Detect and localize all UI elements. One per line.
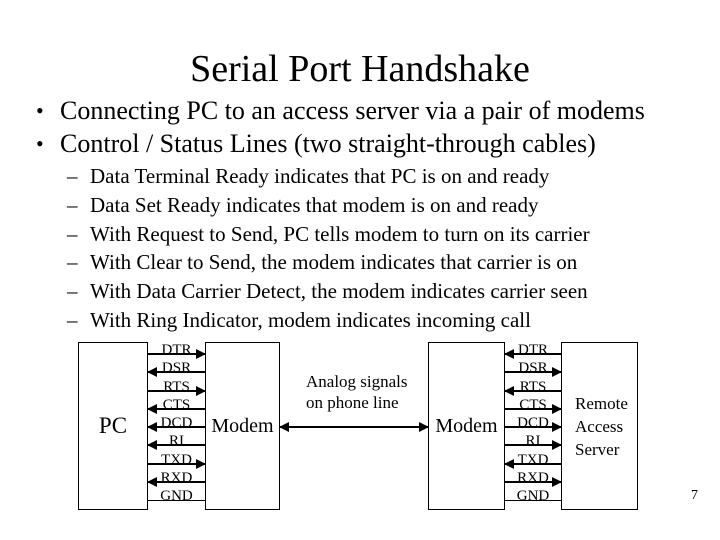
dash-icon: – [67, 250, 78, 275]
arrow-right-icon [552, 422, 562, 432]
signal-label-txd: TXD [161, 451, 192, 468]
arrow-right-icon [552, 476, 562, 487]
signal-label-txd: TXD [517, 451, 549, 468]
sub-bullet-item-1: – Data Terminal Ready indicates that PC … [0, 162, 720, 191]
signal-wire [505, 462, 561, 465]
signal-wire [505, 353, 561, 355]
signal-label-ri: RI [525, 433, 541, 450]
bullet-item-2: • Control / Status Lines (two straight-t… [0, 127, 720, 160]
sub-bullet-list: – Data Terminal Ready indicates that PC … [0, 162, 720, 335]
pc-box: PC [78, 342, 148, 510]
bullet-list: • Connecting PC to an access server via … [0, 94, 720, 160]
signal-label-rxd: RXD [160, 469, 193, 486]
signal-wire [148, 500, 205, 501]
sub-bullet-text-5: With Data Carrier Detect, the modem indi… [90, 279, 588, 304]
signal-label-dcd: DCD [517, 415, 549, 431]
sub-bullet-item-5: – With Data Carrier Detect, the modem in… [0, 277, 720, 306]
bullet-icon: • [36, 131, 44, 156]
remote-access-server-box: Remote Access Server [561, 342, 638, 510]
signal-wire [148, 462, 205, 465]
signal-label-rts: RTS [163, 378, 190, 395]
phone-line-arrow [279, 422, 429, 432]
pc-box-label: PC [98, 413, 128, 438]
signal-label-dcd: DCD [160, 415, 193, 431]
arrow-right-icon [552, 367, 562, 378]
signal-wire [148, 444, 205, 447]
signal-label-rts: RTS [519, 378, 547, 395]
arrow-right-icon [196, 385, 206, 396]
signal-label-rxd: RXD [517, 469, 549, 486]
ras-label-line-3: Server [575, 439, 620, 459]
arrow-left-icon [147, 422, 157, 432]
arrow-right-icon [196, 458, 206, 469]
signal-label-dsr: DSR [161, 360, 192, 377]
arrow-left-icon [147, 476, 157, 487]
dash-icon: – [67, 307, 78, 332]
signal-wire [148, 426, 205, 428]
ras-label-line-1: Remote [575, 393, 628, 413]
signal-label-cts: CTS [162, 396, 191, 413]
arrow-left-icon [147, 440, 157, 451]
analog-signals-line-2: on phone line [306, 393, 399, 412]
arrow-left-icon [147, 403, 157, 414]
signal-wire [505, 444, 561, 447]
arrow-right-icon [552, 403, 562, 414]
modem-right-box: Modem [428, 342, 505, 510]
arrow-left-icon [504, 349, 514, 359]
signal-label-ri: RI [169, 433, 184, 450]
bullet-text-1: Connecting PC to an access server via a … [60, 96, 645, 125]
signal-label-gnd: GND [160, 488, 193, 504]
arrow-right-icon [196, 349, 206, 359]
signal-wire [505, 426, 561, 428]
sub-bullet-item-4: – With Clear to Send, the modem indicate… [0, 248, 720, 277]
sub-bullet-text-2: Data Set Ready indicates that modem is o… [90, 192, 539, 217]
modem-right-label: Modem [435, 414, 498, 437]
arrow-left-icon [147, 367, 157, 378]
arrow-right-icon [419, 422, 429, 432]
bullet-text-2: Control / Status Lines (two straight-thr… [60, 129, 596, 158]
sub-bullet-item-3: – With Request to Send, PC tells modem t… [0, 220, 720, 249]
signal-wire [505, 407, 561, 410]
modem-left-label: Modem [211, 414, 274, 437]
bullet-item-1: • Connecting PC to an access server via … [0, 94, 720, 127]
signal-wire [505, 480, 561, 483]
signal-wire [148, 407, 205, 410]
sub-bullet-text-6: With Ring Indicator, modem indicates inc… [90, 307, 531, 332]
dash-icon: – [67, 221, 78, 246]
signal-wire [148, 389, 205, 392]
signal-wire [148, 353, 205, 355]
signal-wire [505, 500, 561, 501]
arrow-left-icon [504, 458, 514, 469]
bullet-icon: • [36, 98, 44, 123]
page-number: 7 [691, 488, 698, 503]
signal-label-dsr: DSR [518, 360, 548, 377]
modem-left-box: Modem [205, 342, 280, 510]
signal-wire [148, 480, 205, 483]
ras-label-line-2: Access [575, 416, 624, 436]
arrow-left-icon [279, 422, 289, 432]
sub-bullet-item-6: – With Ring Indicator, modem indicates i… [0, 306, 720, 335]
slide-title: Serial Port Handshake [190, 48, 530, 90]
signal-label-dtr: DTR [161, 342, 192, 358]
signal-wire [505, 371, 561, 374]
dash-icon: – [67, 279, 78, 304]
signal-label-gnd: GND [516, 488, 550, 504]
signal-wire [505, 389, 561, 392]
signal-wire [148, 371, 205, 374]
signal-label-cts: CTS [519, 396, 547, 413]
dash-icon: – [67, 164, 78, 188]
analog-signals-line-1: Analog signals [306, 372, 408, 391]
arrow-left-icon [504, 385, 514, 396]
arrow-right-icon [552, 440, 562, 451]
sub-bullet-text-1: Data Terminal Ready indicates that PC is… [90, 164, 550, 188]
analog-signals-label: Analog signals on phone line [306, 371, 408, 413]
sub-bullet-text-4: With Clear to Send, the modem indicates … [90, 250, 578, 275]
signal-label-dtr: DTR [518, 342, 548, 358]
dash-icon: – [67, 192, 78, 217]
sub-bullet-text-3: With Request to Send, PC tells modem to … [90, 221, 590, 246]
sub-bullet-item-2: – Data Set Ready indicates that modem is… [0, 191, 720, 220]
